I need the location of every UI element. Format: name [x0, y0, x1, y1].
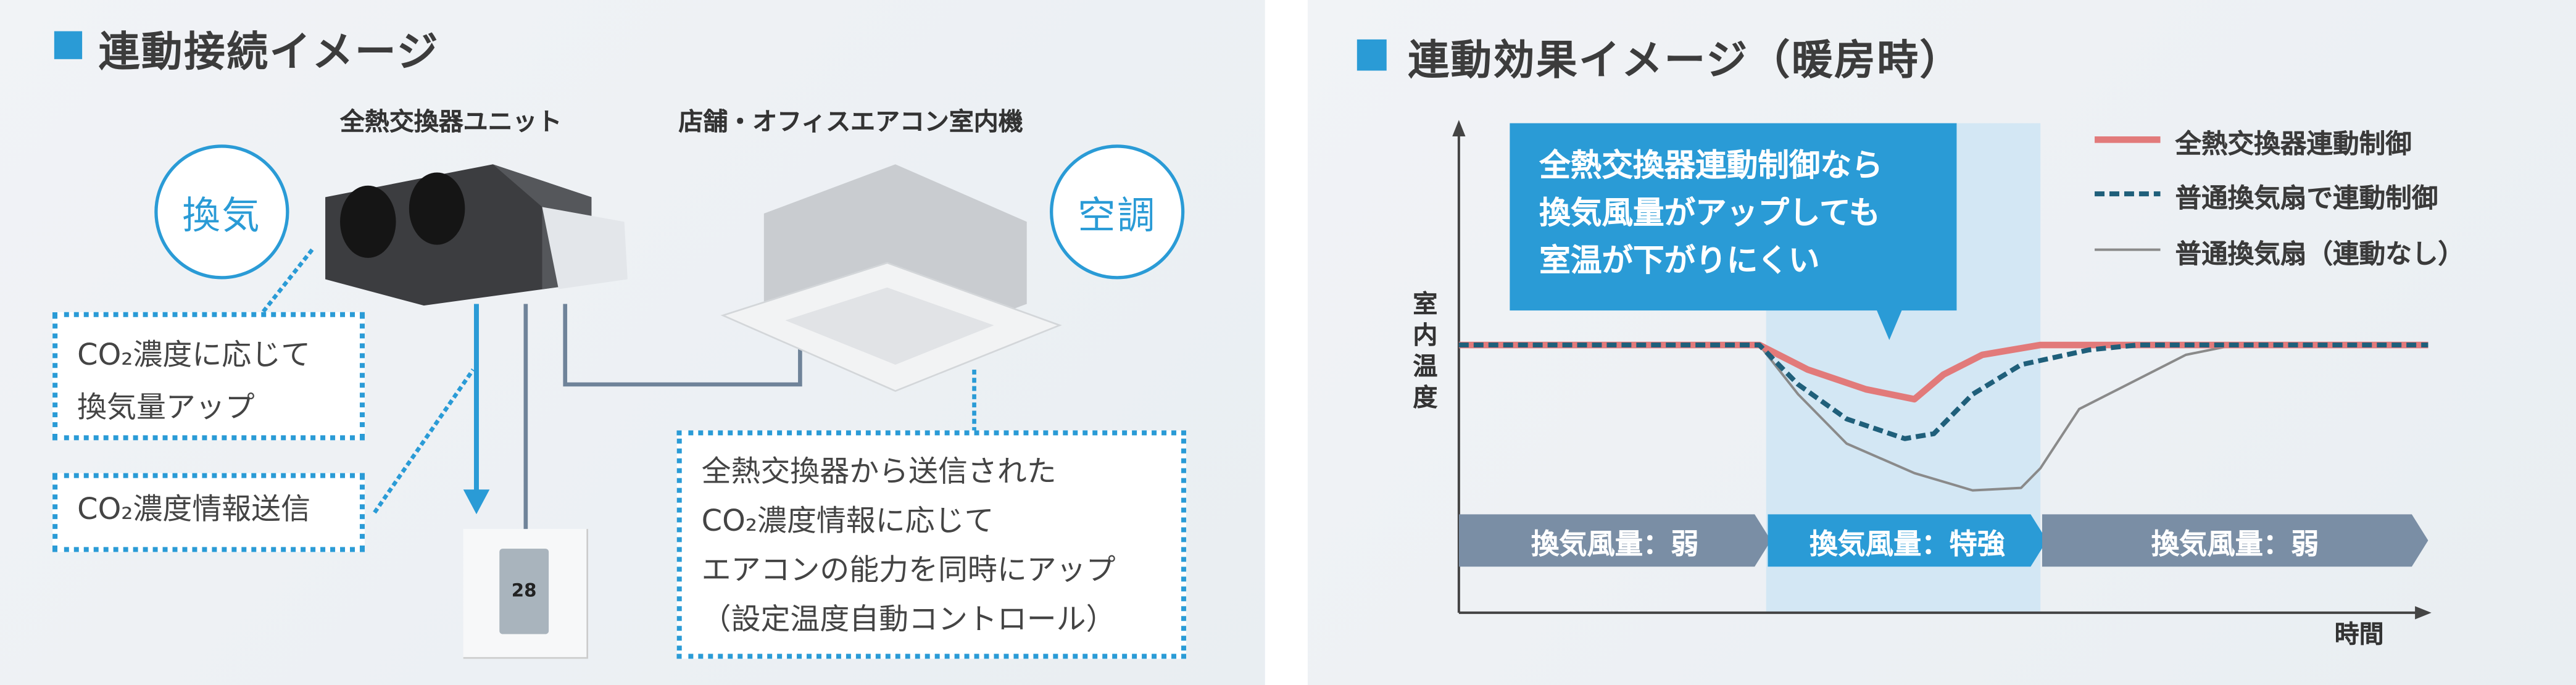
x-axis-arrow-icon: [2415, 606, 2432, 620]
connection-title: 連動接続イメージ: [98, 28, 440, 76]
series-line-2: [1458, 344, 2429, 492]
box-line: エアコンの能力を同時にアップ: [701, 554, 1116, 588]
box-line: CO₂濃度に応じて: [77, 338, 310, 373]
box-line: CO₂濃度情報に応じて: [701, 504, 994, 539]
title-square-icon: [1357, 39, 1387, 71]
ventilation-circle: 換気: [154, 144, 289, 280]
box-line: CO₂濃度情報送信: [77, 492, 310, 528]
co2-ventilation-box: CO₂濃度に応じて 換気量アップ: [52, 312, 365, 441]
callout-line: 全熱交換器連動制御なら: [1539, 147, 1883, 185]
connector-dotted: [261, 248, 314, 313]
box-line: （設定温度自動コントロール）: [701, 602, 1116, 637]
callout-pointer-icon: [1876, 309, 1903, 341]
callout-line: 室温が下がりにくい: [1539, 243, 1820, 280]
series-line-0: [1458, 341, 2429, 403]
airflow-bar-weak: 換気風量：弱: [1459, 514, 1771, 567]
connector-dotted: [373, 368, 475, 514]
y-axis-label: 室内温度: [1413, 289, 1438, 413]
airflow-bar-strong: 換気風量：特強: [1768, 514, 2047, 567]
remote-controller: 28: [463, 529, 588, 659]
co2-send-box: CO₂濃度情報送信: [52, 473, 365, 552]
aircon-cassette-image: [720, 164, 1062, 392]
callout-line: 換気風量がアップしても: [1539, 195, 1880, 232]
title-square-icon: [54, 31, 83, 59]
legend-item: 普通換気扇（連動なし）: [2175, 238, 2465, 270]
callout-box: 全熱交換器連動制御なら 換気風量がアップしても 室温が下がりにくい: [1510, 123, 1957, 311]
connection-lines: [261, 164, 1062, 533]
aircon-wire: [563, 304, 802, 387]
aircon-circle: 空調: [1050, 144, 1185, 280]
y-axis-arrow-icon: [1452, 120, 1466, 136]
legend-item: 普通換気扇で連動制御: [2175, 182, 2438, 214]
box-line: 全熱交換器から送信された: [701, 455, 1057, 490]
airflow-bar-weak: 換気風量：弱: [2042, 514, 2429, 567]
unit-label: 全熱交換器ユニット: [340, 107, 562, 136]
x-axis-label: 時間: [2334, 619, 2384, 649]
box-line: 換気量アップ: [77, 391, 255, 426]
heat-exchanger-unit-image: [325, 164, 628, 306]
remote-display: 28: [499, 549, 549, 634]
aircon-label: 店舗・オフィスエアコン室内機: [678, 107, 1023, 136]
aircon-control-box: 全熱交換器から送信された CO₂濃度情報に応じて エアコンの能力を同時にアップ …: [676, 430, 1186, 659]
series-line-1: [1458, 342, 2429, 441]
effect-title: 連動効果イメージ（暖房時）: [1408, 36, 1963, 84]
arrow-down-icon: [463, 489, 490, 515]
legend-item: 全熱交換器連動制御: [2175, 128, 2412, 160]
